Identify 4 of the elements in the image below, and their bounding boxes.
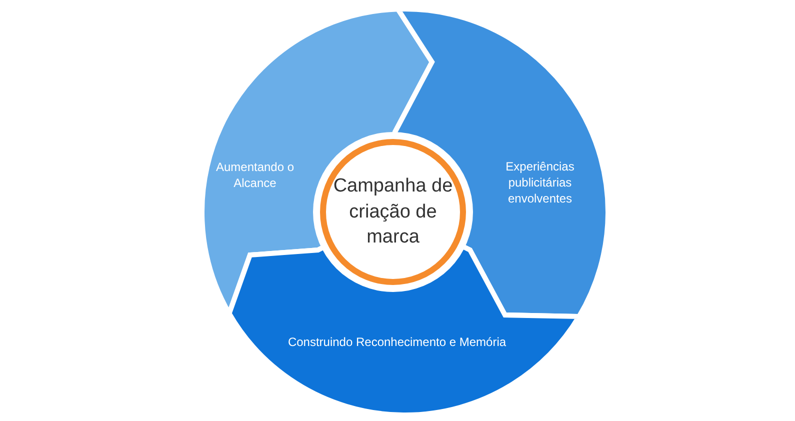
segment-label: Construindo Reconhecimento e Memória	[287, 334, 507, 350]
center-title: Campanha de criação de marca	[332, 174, 454, 250]
segment-label: Experiências publicitárias envolventes	[504, 158, 576, 208]
segment-label: Aumentando o Alcance	[214, 158, 296, 192]
